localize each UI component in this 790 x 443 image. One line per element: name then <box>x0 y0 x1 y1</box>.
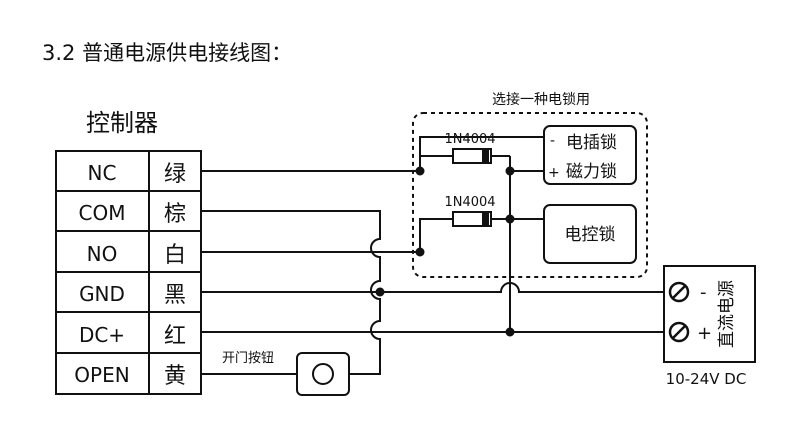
power-plus-label: + <box>697 323 712 344</box>
diode-2-symbol <box>452 211 492 227</box>
power-voltage-label: 10-24V DC <box>666 370 747 388</box>
wire-color-black: 黑 <box>164 283 186 308</box>
terminal-open-label: OPEN <box>74 363 129 387</box>
junction-dot <box>505 327 515 337</box>
electric-control-lock-box <box>543 204 637 264</box>
power-plus-terminal-icon <box>668 321 690 343</box>
terminal-no-label: NO <box>87 242 118 266</box>
junction-dot <box>505 166 515 176</box>
wire-no <box>201 218 544 253</box>
controller-terminal-table <box>55 150 202 395</box>
terminal-com-label: COM <box>79 201 126 225</box>
diode-2-label: 1N4004 <box>444 195 495 210</box>
wire-color-red: 红 <box>164 324 186 349</box>
junction-dot <box>505 214 515 224</box>
bolt-lock-plus: + <box>548 165 560 181</box>
control-lock-label: 电控锁 <box>565 225 616 245</box>
open-button-symbol <box>296 352 350 396</box>
wire-color-yellow: 黄 <box>164 364 186 389</box>
lock-selection-label: 选接一种电锁用 <box>492 91 590 108</box>
section-title: 3.2 普通电源供电接线图： <box>42 41 292 65</box>
wire-color-green: 绿 <box>164 162 186 187</box>
wire-gnd <box>201 282 664 293</box>
controller-title: 控制器 <box>86 109 158 137</box>
power-minus-label: - <box>700 282 707 303</box>
junction-dots <box>375 166 515 337</box>
junction-dot <box>375 287 385 297</box>
power-minus-terminal-icon <box>668 281 690 303</box>
bolt-lock-minus: - <box>550 133 555 149</box>
electric-bolt-lock-box <box>543 125 637 185</box>
bolt-lock-label: 电插锁 <box>566 133 617 153</box>
junction-dot <box>415 166 425 176</box>
wire-color-white: 白 <box>164 243 186 268</box>
terminal-dcplus-label: DC+ <box>79 323 125 347</box>
open-button-label: 开门按钮 <box>222 351 274 366</box>
power-supply-box <box>663 265 756 363</box>
terminal-nc-label: NC <box>88 161 117 185</box>
junction-dot <box>415 247 425 257</box>
terminal-gnd-label: GND <box>79 282 125 306</box>
diode-1-label: 1N4004 <box>444 132 495 147</box>
wire-color-brown: 棕 <box>164 202 186 227</box>
diode-1-symbol <box>452 148 492 164</box>
wire-nc <box>201 136 544 172</box>
magnetic-lock-label: 磁力锁 <box>566 162 617 182</box>
lock-selection-box <box>412 112 648 278</box>
power-supply-label: 直流电源 <box>717 280 737 348</box>
